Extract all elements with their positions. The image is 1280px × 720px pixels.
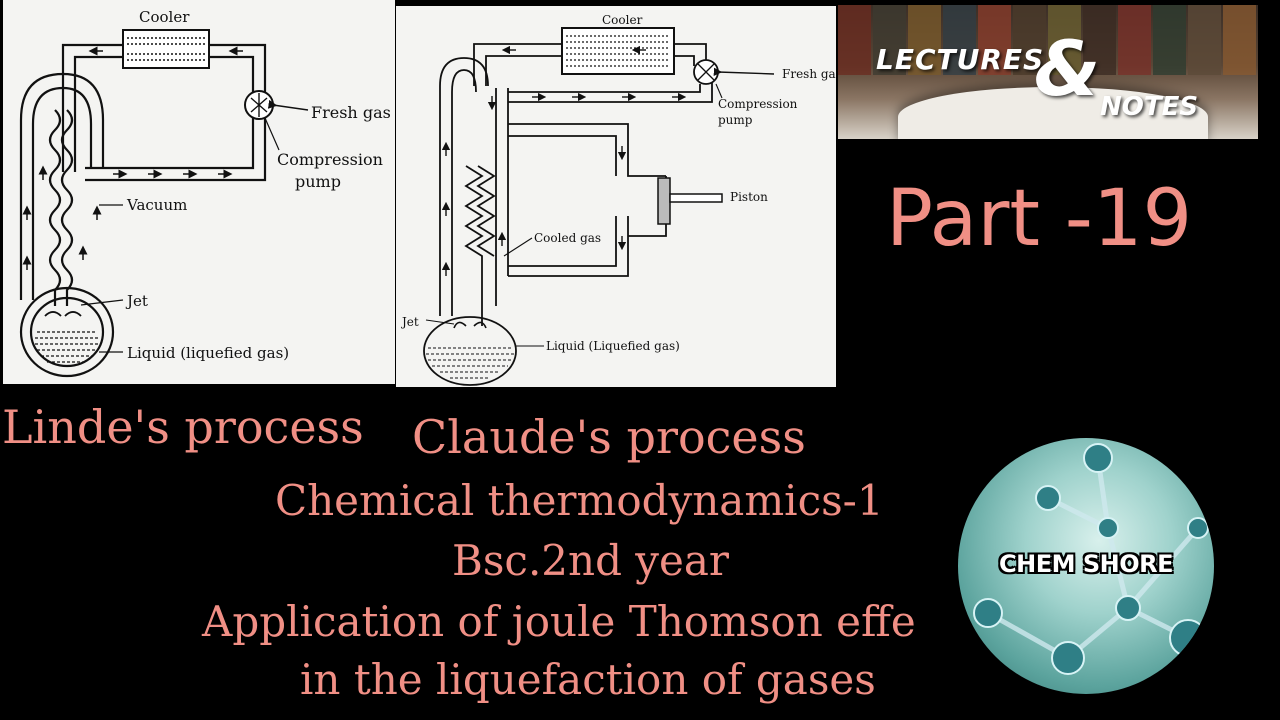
claude-cooler-label: Cooler xyxy=(602,13,643,27)
linde-process-title: Linde's process xyxy=(2,400,364,454)
open-book-icon xyxy=(898,87,1208,139)
claude-jet-label: Jet xyxy=(400,315,419,329)
part-label: Part -19 xyxy=(886,174,1193,264)
notes-word: NOTES xyxy=(1100,92,1199,122)
chem-shore-logo: CHEM SHORE xyxy=(958,438,1214,694)
molecule-icon xyxy=(973,443,1209,675)
subtitle-line: Chemical thermodynamics-1 xyxy=(275,476,884,525)
linde-compression-label: Compression xyxy=(277,150,383,169)
linde-fresh-gas-label: Fresh gas xyxy=(311,103,391,122)
subtitle-line: Application of joule Thomson effe xyxy=(202,597,916,646)
linde-diagram: Cooler Fresh gas Compression pump Vacuum… xyxy=(3,0,395,384)
linde-cooler-label: Cooler xyxy=(139,8,190,26)
claude-diagram: Cooler Fresh gas Compression pump Piston… xyxy=(396,6,836,387)
claude-piston-label: Piston xyxy=(730,190,768,204)
claude-cooled-gas-label: Cooled gas xyxy=(534,231,601,245)
ampersand-word: & xyxy=(1034,24,1101,113)
linde-liquid-label: Liquid (liquefied gas) xyxy=(127,344,289,362)
claude-liquid-label: Liquid (Liquefied gas) xyxy=(546,339,680,353)
claude-compression-label: Compression xyxy=(718,97,798,111)
lectures-word: LECTURES xyxy=(876,43,1045,76)
linde-vacuum-label: Vacuum xyxy=(126,196,187,214)
linde-pump-label: pump xyxy=(295,172,341,191)
linde-diagram-drawing: Cooler Fresh gas Compression pump Vacuum… xyxy=(19,8,391,378)
subtitle-line: Bsc.2nd year xyxy=(452,536,729,585)
claude-fresh-gas-label: Fresh gas xyxy=(782,67,836,81)
claude-pump-label: pump xyxy=(718,113,753,127)
chem-shore-name: CHEM SHORE xyxy=(999,550,1173,578)
lectures-notes-banner: LECTURES & NOTES xyxy=(838,5,1258,139)
bookshelf-background xyxy=(838,5,1258,75)
linde-jet-label: Jet xyxy=(125,292,148,310)
claude-diagram-drawing: Cooler Fresh gas Compression pump Piston… xyxy=(400,13,836,386)
subtitle-line: in the liquefaction of gases xyxy=(300,655,876,704)
claude-process-title: Claude's process xyxy=(412,410,806,464)
